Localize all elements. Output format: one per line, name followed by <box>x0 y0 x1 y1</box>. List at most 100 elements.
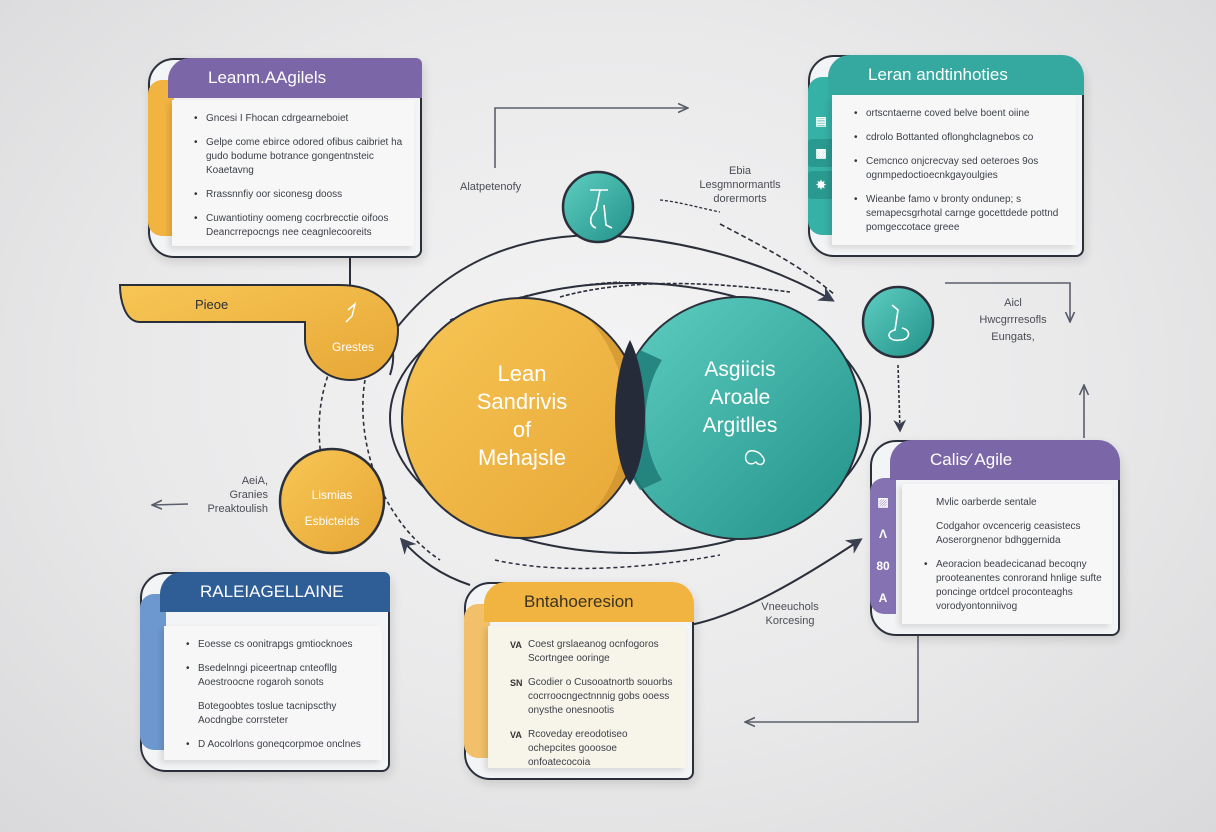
list-item: Rcoveday ereodotiseo ochepcites gooosoe … <box>510 728 676 770</box>
pieces-icon <box>345 301 357 323</box>
card-header: Leran andtinhoties <box>828 55 1084 95</box>
label-line: Granies <box>229 489 268 501</box>
list-item: Gncesi I Fhocan cdrgearneboiet <box>194 112 404 126</box>
dashed-left-vertical <box>318 369 341 511</box>
top-process-circle <box>561 170 635 244</box>
printer-icon: ▨ <box>877 495 889 509</box>
card-title: RALEIAGELLAINE <box>200 582 344 601</box>
elbow-arrow-right-top <box>945 282 1070 322</box>
list-item: Rrassnnfiy oor siconesg dooss <box>194 188 404 202</box>
elbow-arrow-bottom-right <box>745 633 919 722</box>
pieces-label: Pieoe <box>195 297 229 312</box>
card-bottom-center: Bntahoeresion Coest grslaeanog ocnfogoro… <box>464 582 694 780</box>
arrow-left <box>152 504 189 505</box>
dashed-right-circle-down <box>893 364 907 433</box>
card-header: RALEIAGELLAINE <box>160 572 390 612</box>
venn-overlap <box>615 340 645 485</box>
list-item: cdrolo Bottanted oflonghclagnebos co <box>854 131 1066 145</box>
list-item: Gcodier o Cusooatnortb souorbs cocrroocn… <box>510 676 676 718</box>
card-bottom-left: RALEIAGELLAINE Eoesse cs oonitrapgs gmti… <box>140 572 390 772</box>
card-header: Leanm.AAgilels <box>168 58 422 98</box>
list-item: D Aocolrlons goneqcorpmoe onclnes <box>186 738 372 752</box>
chart-icon: ▩ <box>808 139 834 167</box>
card-spine: ▤ ▩ ✸ <box>808 77 834 235</box>
agile-circle-text: Asgiicis Aroale Argitlles <box>660 356 820 440</box>
label-left-mid: AeiA, Granies Preaktoulish <box>190 474 268 516</box>
label-bottom-mid: Vneeuchols Korcesing <box>755 600 825 628</box>
agile-line: Aroale <box>709 386 771 409</box>
right-circle-icon <box>888 304 910 342</box>
lismas-line: Lismias <box>311 488 353 502</box>
list-item: Aeoracion beadecicanad becoqny prooteane… <box>924 558 1102 614</box>
card-title: Calis⁄ Agile <box>930 450 1013 469</box>
card-body: Eoesse cs oonitrapgs gmtiocknoes Bsedeln… <box>164 626 382 760</box>
list-item: ortscntaerne coved belve boent oiine <box>854 107 1066 121</box>
label-line: Korcesing <box>765 615 815 627</box>
list-item: Wieanbe famo v bronty ondunep; s semapec… <box>854 193 1066 235</box>
lean-circle-text: Lean Sandrivis of Mehajsle <box>432 360 612 472</box>
venn-outline <box>389 282 871 554</box>
agile-circle-icon <box>744 450 765 466</box>
curve-bottom-left <box>399 537 471 586</box>
label-line: Hwcgrrresofls <box>979 314 1047 326</box>
card-spine <box>148 80 174 236</box>
curve-bottom-right <box>689 538 863 626</box>
list-item: Coest grslaeanog ocnfogoros Scortngee oo… <box>510 638 676 666</box>
upload-icon: ▤ <box>815 114 827 128</box>
agile-line: Argitlles <box>702 414 778 437</box>
puzzle-icon: ✸ <box>808 171 834 199</box>
card-title: Leanm.AAgilels <box>208 68 327 87</box>
card-header: Bntahoeresion <box>484 582 694 622</box>
label-line: dorermorts <box>713 193 767 205</box>
card-title: Leran andtinhoties <box>868 65 1008 84</box>
top-circle-icon <box>589 189 613 229</box>
card-right: ▨ Λ 80 A Calis⁄ Agile Mvlic oarberde sen… <box>870 440 1120 636</box>
label-line: Lesgmnormantls <box>699 179 781 191</box>
pieces-pill <box>118 284 400 382</box>
lismas-circle-text: Lismias Esbicteids <box>282 482 382 534</box>
card-title: Bntahoeresion <box>524 592 634 611</box>
list-item: Mvlic oarberde sentale <box>936 497 1037 508</box>
list-item: Botegoobtes toslue tacnipscthy Aocdngbe … <box>198 701 337 726</box>
card-spine <box>464 604 490 758</box>
card-body: Mvlic oarberde sentale Codgahor ovcencer… <box>902 484 1112 624</box>
label-line: Ebia <box>728 165 752 177</box>
list-item: Eoesse cs oonitrapgs gmtiocknoes <box>186 638 372 652</box>
list-item: Bsedelnngi piceertnap cnteofllg Aoestroo… <box>186 662 372 690</box>
label-top-mid-right: Ebia Lesgmnormantls dorermorts <box>685 164 795 206</box>
badge-icon: 80 <box>876 559 890 573</box>
list-item: Codgahor ovcencerig ceasistecs Aoserorgn… <box>936 521 1081 546</box>
agile-line: Asgiicis <box>704 358 776 381</box>
label-line: Vneeuchols <box>761 601 819 613</box>
dashed-top-1 <box>559 282 791 298</box>
dashed-lemma <box>659 199 721 213</box>
card-body: Coest grslaeanog ocnfogoros Scortngee oo… <box>488 626 686 768</box>
lismas-line: Esbicteids <box>304 514 360 528</box>
card-header: Calis⁄ Agile <box>890 440 1120 480</box>
lean-line: Sandrivis <box>476 389 568 414</box>
label-right-mid: Aicl Hwcgrrresofls Eungats, <box>968 296 1058 344</box>
label-line: AeiA, <box>241 475 268 487</box>
card-top-left: Leanm.AAgilels Gncesi I Fhocan cdrgearne… <box>148 58 422 258</box>
label-line: Eungats, <box>991 331 1035 343</box>
list-item: Gelpe come ebirce odored ofibus caibriet… <box>194 136 404 178</box>
letter-a-icon: A <box>878 591 888 605</box>
pieces-circle-label: Grestes <box>331 340 374 354</box>
lismas-circle <box>278 447 386 555</box>
label-top-mid-left: Alatpetenofy <box>460 181 522 193</box>
lean-line: Mehajsle <box>477 445 567 470</box>
list-item: Cuwantiotiny oomeng cocrbrecctie oifoos … <box>194 212 404 240</box>
label-line: Aicl <box>1004 297 1022 309</box>
card-body: Gncesi I Fhocan cdrgearneboiet Gelpe com… <box>172 100 414 246</box>
card-top-right: ▤ ▩ ✸ Leran andtinhoties ortscntaerne co… <box>808 55 1084 257</box>
card-body: ortscntaerne coved belve boent oiine cdr… <box>832 95 1076 245</box>
dashed-diag-right <box>719 223 836 296</box>
list-item: Cemcnco onjcrecvay sed oeteroes 9os ognm… <box>854 155 1066 183</box>
lean-line: of <box>512 417 532 442</box>
label-line: Preaktoulish <box>207 503 268 515</box>
card-spine: ▨ Λ 80 A <box>870 478 896 614</box>
mountain-icon: Λ <box>878 527 887 541</box>
right-process-circle <box>861 285 935 359</box>
dashed-bottom <box>494 554 721 570</box>
